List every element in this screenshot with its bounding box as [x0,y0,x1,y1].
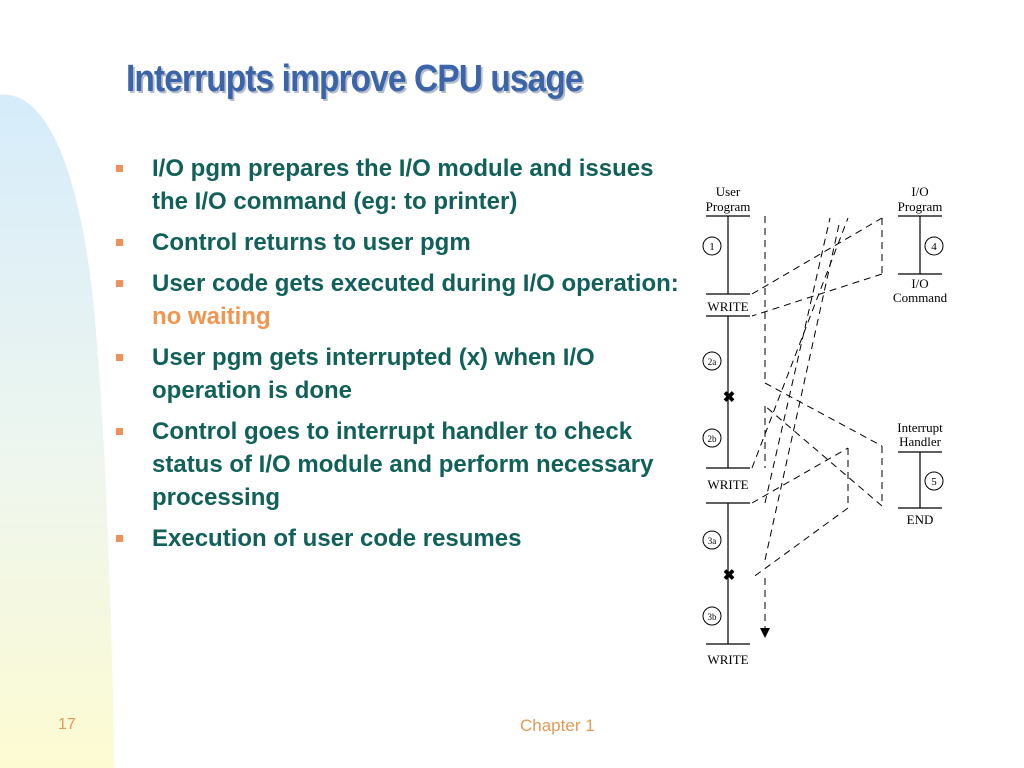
bullet-item: User pgm gets interrupted (x) when I/O o… [116,341,696,407]
interrupt-handler-label-2: Handler [899,434,942,449]
bullet-item: Execution of user code resumes [116,522,696,555]
bullet-item: I/O pgm prepares the I/O module and issu… [116,152,696,218]
square-bullet-icon [116,165,123,172]
bullet-item: Control returns to user pgm [116,226,696,259]
io-program-label-1: I/O [911,184,928,199]
marker-1: 1 [702,236,722,256]
interrupt-handler-timeline [898,451,942,509]
interrupt-handler-label-1: Interrupt [897,420,943,435]
slide-title: Interrupts improve CPU usage [126,58,584,100]
svg-text:5: 5 [931,476,937,488]
interrupt-flow-diagram: User Program I/O Program WRITE WRITE WRI… [702,184,948,667]
io-program-timeline [898,215,942,275]
io-command-label-2: Command [893,290,948,305]
footer-chapter: Chapter 1 [520,716,595,735]
user-program-label-1: User [716,184,741,199]
svg-text:4: 4 [931,241,937,253]
end-label: END [907,512,934,527]
svg-text:2a: 2a [708,357,717,367]
marker-4: 4 [924,236,944,256]
write-label: WRITE [707,299,748,314]
bullet-text: User code gets executed during I/O opera… [152,270,679,297]
marker-3a: 3a [702,530,722,550]
control-flow-lines [751,216,883,638]
bullet-text: User pgm gets interrupted (x) when I/O o… [152,344,595,404]
square-bullet-icon [116,280,123,287]
marker-3b: 3b [702,606,722,626]
write-label: WRITE [707,477,748,492]
bullet-list: I/O pgm prepares the I/O module and issu… [116,152,696,563]
svg-text:2b: 2b [708,434,718,444]
io-program-label-2: Program [898,199,943,214]
page-number: 17 [58,716,76,733]
user-program-timeline [706,215,750,645]
square-bullet-icon [116,354,123,361]
square-bullet-icon [116,428,123,435]
user-program-label-2: Program [706,199,751,214]
marker-2a: 2a [702,351,722,371]
highlight-text: no waiting [152,303,271,330]
marker-2b: 2b [702,428,722,448]
interrupt-x-icon: ✖ [723,390,736,406]
write-label: WRITE [707,652,748,667]
interrupt-x-icon: ✖ [723,568,736,584]
bullet-text: Control goes to interrupt handler to che… [152,418,654,511]
marker-5: 5 [924,471,944,491]
bullet-text: Control returns to user pgm [152,229,471,256]
io-command-label-1: I/O [911,276,928,291]
bullet-text: Execution of user code resumes [152,525,522,552]
svg-text:3b: 3b [708,612,718,622]
bullet-item: User code gets executed during I/O opera… [116,267,696,333]
square-bullet-icon [116,239,123,246]
svg-text:3a: 3a [708,536,717,546]
svg-text:1: 1 [709,241,715,253]
square-bullet-icon [116,535,123,542]
bullet-text: I/O pgm prepares the I/O module and issu… [152,155,654,215]
bullet-item: Control goes to interrupt handler to che… [116,415,696,514]
